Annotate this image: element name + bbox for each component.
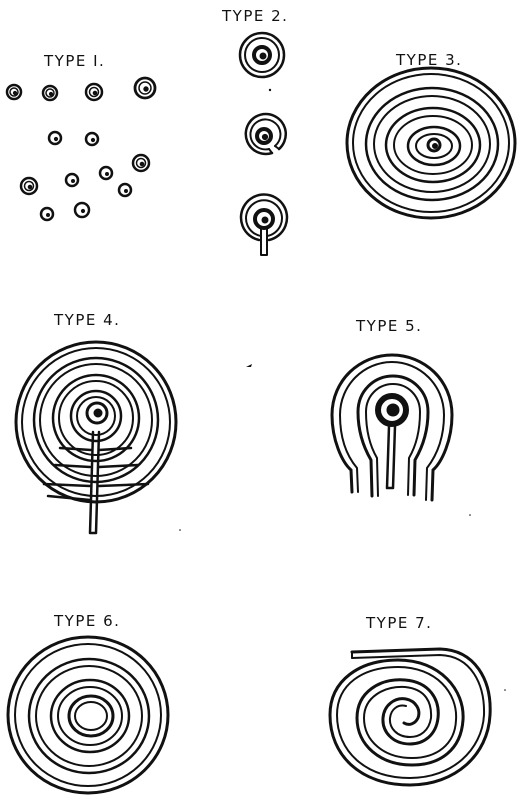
cup-mark (73, 201, 91, 219)
type-1-cup-marks (5, 76, 157, 222)
cup-mark (47, 130, 63, 146)
cup-mark (19, 176, 39, 196)
type-3-label: TYPE 3. (396, 51, 463, 69)
type-4-labyrinth (14, 340, 178, 535)
cup-mark (133, 76, 157, 100)
cup-mark (131, 153, 151, 173)
type-3-concentric-ellipses (345, 66, 517, 220)
type-2-ring-marks (238, 31, 289, 256)
cup-mark (84, 131, 100, 147)
ring-mark-closed (238, 31, 286, 79)
type-4-label: TYPE 4. (54, 311, 121, 329)
cup-mark (39, 206, 55, 222)
type-2-label: TYPE 2. (222, 7, 289, 25)
type-7-spiral (328, 647, 492, 787)
type-6-concentric-rings (6, 635, 170, 795)
cup-mark (84, 82, 104, 102)
type-6-label: TYPE 6. (54, 612, 121, 630)
type-5-label: TYPE 5. (356, 317, 423, 335)
type-1-label: TYPE I. (44, 52, 106, 70)
stray-specks (179, 88, 506, 691)
cup-mark (5, 83, 23, 101)
cup-mark (98, 165, 114, 181)
ring-mark-with-channel (239, 193, 289, 256)
type-7-label: TYPE 7. (366, 614, 433, 632)
type-5-horseshoe-figure (330, 353, 454, 502)
cup-mark (41, 84, 59, 102)
cup-mark (64, 172, 80, 188)
cup-mark (117, 182, 133, 198)
ring-mark-open (244, 112, 287, 156)
